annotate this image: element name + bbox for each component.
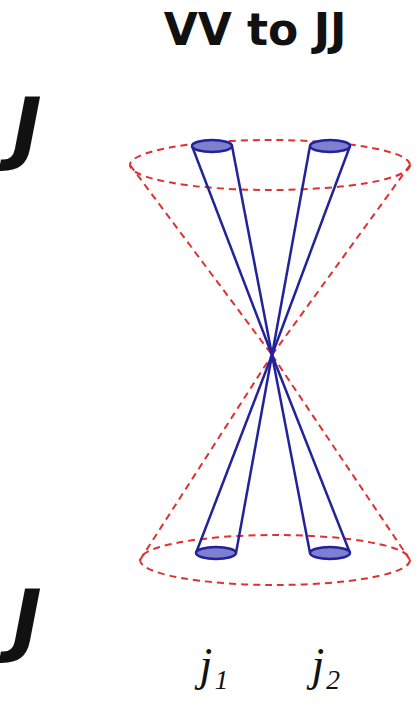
subjet-cones (192, 140, 350, 559)
diagram-title: VV to JJ (164, 8, 347, 52)
subjet-label: j₁ (200, 642, 229, 688)
fat-jet-label: J (12, 580, 42, 660)
fat-jet-cones (130, 140, 410, 585)
fat-jet-label: J (12, 88, 42, 168)
subjet-label: j₂ (312, 642, 341, 688)
